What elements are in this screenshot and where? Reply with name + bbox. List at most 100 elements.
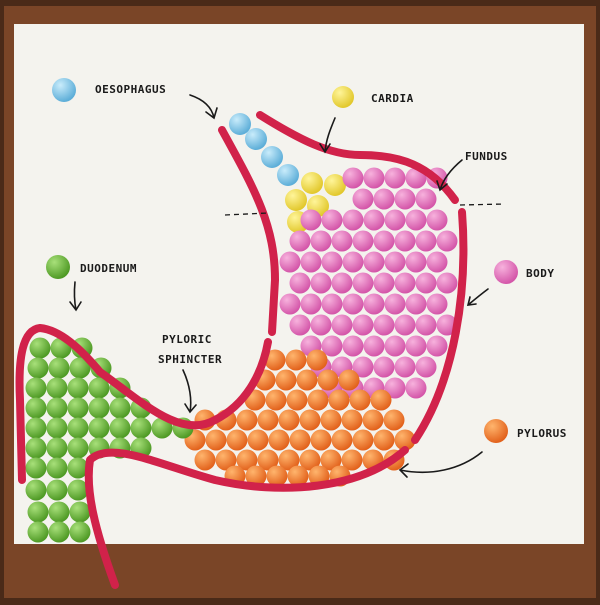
fundus-body-candy (300, 251, 322, 273)
fundus-body-candy (331, 272, 353, 294)
pylorus-candy (245, 465, 267, 487)
pylorus-candy (362, 409, 384, 431)
duodenum-candy (25, 437, 47, 459)
pylorus-candy (370, 389, 392, 411)
fundus-body-candy (415, 356, 437, 378)
duodenum-candy (25, 377, 47, 399)
pylorus-candy (331, 429, 353, 451)
fundus-body-candy (415, 188, 437, 210)
pylorus-label: PYLORUS (517, 427, 567, 440)
pylorus-candy (341, 449, 363, 471)
fundus-body-candy (426, 335, 448, 357)
duodenum-candy (69, 501, 91, 523)
fundus-body-candy (373, 314, 395, 336)
duodenum-candy (46, 457, 68, 479)
pylorus-candy (266, 465, 288, 487)
fundus-body-candy (384, 251, 406, 273)
fundus-body-candy (394, 314, 416, 336)
fundus-body-candy (405, 377, 427, 399)
pylorus-candy (328, 389, 350, 411)
fundus-body-candy (310, 272, 332, 294)
oesophagus-label: OESOPHAGUS (95, 83, 167, 96)
duodenum-candy (27, 521, 49, 543)
pylorus-candy (320, 409, 342, 431)
fundus-divider-right (459, 203, 506, 206)
pylorus-candy (338, 369, 360, 391)
duodenum-candy (69, 521, 91, 543)
fundus-body-candy (394, 188, 416, 210)
fundus-body-candy (310, 230, 332, 252)
duodenum-arrow (69, 281, 82, 312)
pylorus-candy (310, 429, 332, 451)
fundus-body-candy (373, 272, 395, 294)
pylorus-candy (264, 349, 286, 371)
duodenum-candy (88, 417, 110, 439)
fundus-body-candy (363, 293, 385, 315)
fundus-body-candy (342, 167, 364, 189)
duodenum-candy (130, 417, 152, 439)
fundus-body-candy (321, 293, 343, 315)
fundus-body-candy (426, 251, 448, 273)
pylorus-candy (265, 389, 287, 411)
pylorus-candy (257, 409, 279, 431)
pylorus-candy (226, 429, 248, 451)
pylorus-candy (268, 429, 290, 451)
fundus-body-candy (342, 293, 364, 315)
pylorus-candy (257, 449, 279, 471)
duodenum-candy (46, 437, 68, 459)
duodenum-candy (46, 377, 68, 399)
pyloric-label-line1: PYLORIC (162, 333, 212, 346)
cardia-legend-candy (332, 86, 354, 108)
fundus-body-candy (436, 272, 458, 294)
fundus-body-candy (373, 188, 395, 210)
fundus-body-candy (426, 209, 448, 231)
fundus-body-candy (363, 335, 385, 357)
fundus-body-candy (394, 272, 416, 294)
pylorus-candy (215, 449, 237, 471)
body-label: BODY (526, 267, 555, 280)
body-arrow (466, 288, 489, 306)
fundus-body-candy (300, 293, 322, 315)
fundus-body-candy (352, 188, 374, 210)
duodenum-candy (25, 397, 47, 419)
duodenum-candy (67, 417, 89, 439)
pylorus-candies (184, 349, 416, 487)
oesophagus-candy (277, 164, 299, 186)
duodenum-candy (29, 337, 51, 359)
fundus-body-candy (384, 167, 406, 189)
duodenum-candy (88, 397, 110, 419)
fundus-body-candy (331, 314, 353, 336)
pylorus-candy (194, 449, 216, 471)
cardia-candy (285, 189, 307, 211)
fundus-body-candy (279, 293, 301, 315)
fundus-body-candy (394, 230, 416, 252)
oesophagus-legend-candy (52, 78, 76, 102)
duodenum-candy (48, 501, 70, 523)
pylorus-candy (306, 349, 328, 371)
duodenum-candy (67, 479, 89, 501)
duodenum-candies (25, 337, 194, 543)
duodenum-label: DUODENUM (80, 262, 137, 275)
arrows (69, 94, 489, 478)
fundus-body-candy (352, 314, 374, 336)
fundus-body-candy (405, 251, 427, 273)
fundus-body-candy (405, 293, 427, 315)
cardia-candy (301, 172, 323, 194)
pylorus-candy (299, 409, 321, 431)
cardia-arrow (319, 117, 336, 154)
duodenum-candy (46, 479, 68, 501)
pyloric-label-line2: SPHINCTER (158, 353, 223, 366)
fundus-body-candy (342, 251, 364, 273)
licorice-outline (15, 111, 468, 589)
fundus-body-candy (405, 209, 427, 231)
lesser-curve-duodenum (15, 324, 272, 484)
pylorus-candy (307, 389, 329, 411)
fundus-body-candy (384, 377, 406, 399)
fundus-body-candy (405, 335, 427, 357)
pylorus-legend-candy (484, 419, 508, 443)
greater-curve-duodenum (84, 446, 409, 589)
pylorus-arrow (398, 451, 483, 478)
duodenum-candy (67, 457, 89, 479)
